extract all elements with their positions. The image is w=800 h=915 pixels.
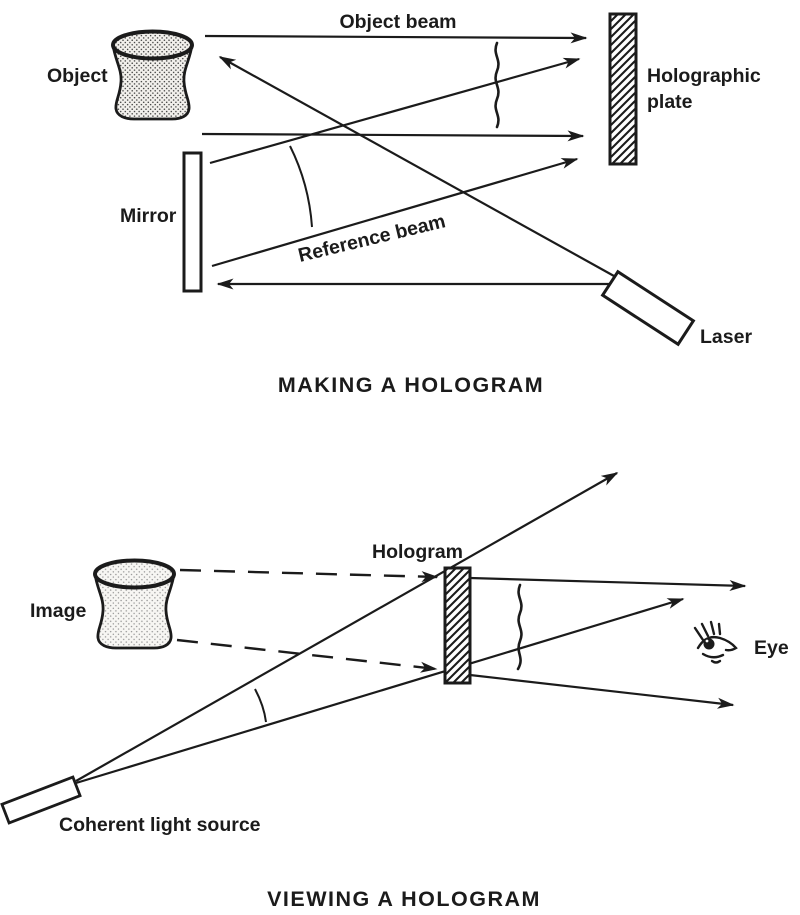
reconstructed-ray-down: [469, 673, 735, 709]
hologram-plate-shape: [443, 566, 472, 685]
coherent-source-shape: [0, 775, 82, 825]
reference-beam-line-upper: [209, 57, 581, 165]
source-beam-lower: [75, 597, 685, 785]
object-beam-line-upper: [204, 32, 588, 44]
mirror-shape: [182, 151, 203, 293]
viewing-a-hologram-diagram: Hologram Image Eye Coherent light source…: [0, 472, 789, 911]
image-label: Image: [30, 600, 87, 622]
hologram-label: Hologram: [372, 541, 463, 563]
wavefront-squiggle-top: [494, 41, 500, 129]
viewing-title: VIEWING A HOLOGRAM: [267, 887, 541, 911]
reconstructed-ray-horizontal: [469, 576, 747, 592]
object-beam-label: Object beam: [339, 11, 456, 33]
beam-angle-arc-top: [289, 145, 313, 228]
holographic-plate-label-line2: plate: [647, 91, 693, 113]
source-beam-upper: [75, 472, 619, 782]
virtual-image-ray-upper: [179, 568, 439, 583]
laser-shape: [600, 269, 696, 347]
making-a-hologram-diagram: Object beam Object Holographic plate Mir…: [47, 11, 761, 397]
virtual-image-ray-lower: [176, 638, 438, 673]
reference-beam-line-lower: [211, 157, 579, 268]
laser-label: Laser: [700, 326, 752, 348]
image-cup: [93, 558, 176, 650]
wavefront-squiggle-bottom: [516, 583, 523, 671]
eye-label: Eye: [754, 637, 789, 659]
object-cup: [111, 29, 194, 121]
object-beam-line-lower: [201, 130, 585, 142]
object-label: Object: [47, 65, 108, 87]
holographic-plate-shape: [608, 12, 638, 166]
holographic-plate-label-line1: Holographic: [647, 65, 761, 87]
eye-icon: [693, 620, 738, 664]
coherent-light-source-label: Coherent light source: [59, 814, 261, 836]
beam-angle-arc-bottom: [254, 688, 267, 723]
making-title: MAKING A HOLOGRAM: [278, 373, 544, 397]
laser-to-object-beam: [218, 56, 615, 277]
mirror-label: Mirror: [120, 205, 177, 227]
